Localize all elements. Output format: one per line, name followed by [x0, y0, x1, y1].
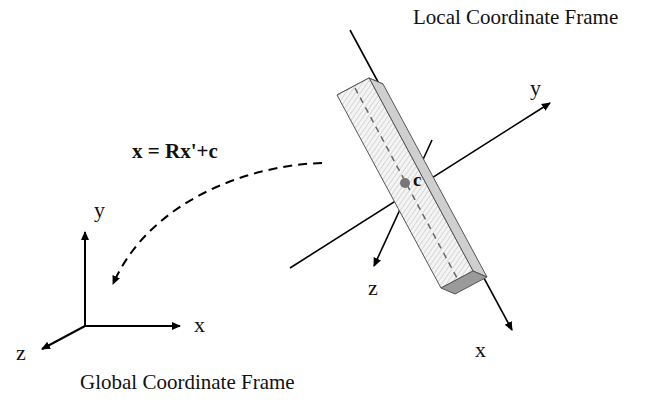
frame-title: Local Coordinate Frame	[413, 6, 618, 29]
bar-body	[337, 78, 487, 294]
global-axes	[42, 232, 180, 349]
transform-equation: x = Rx'+c	[132, 140, 218, 163]
axis-label: z	[368, 276, 378, 300]
axis-label: x	[475, 338, 486, 362]
centroid-dot	[400, 178, 410, 188]
origin-label: c	[413, 170, 421, 191]
frame-title: Global Coordinate Frame	[80, 371, 295, 394]
axis-label: x	[194, 313, 205, 337]
transform-arrow	[113, 163, 322, 284]
local-axes	[290, 30, 550, 330]
bar-centerline	[355, 88, 457, 278]
axis-label: z	[16, 341, 26, 365]
axis-label: y	[94, 198, 105, 222]
axis-label: y	[530, 76, 541, 100]
